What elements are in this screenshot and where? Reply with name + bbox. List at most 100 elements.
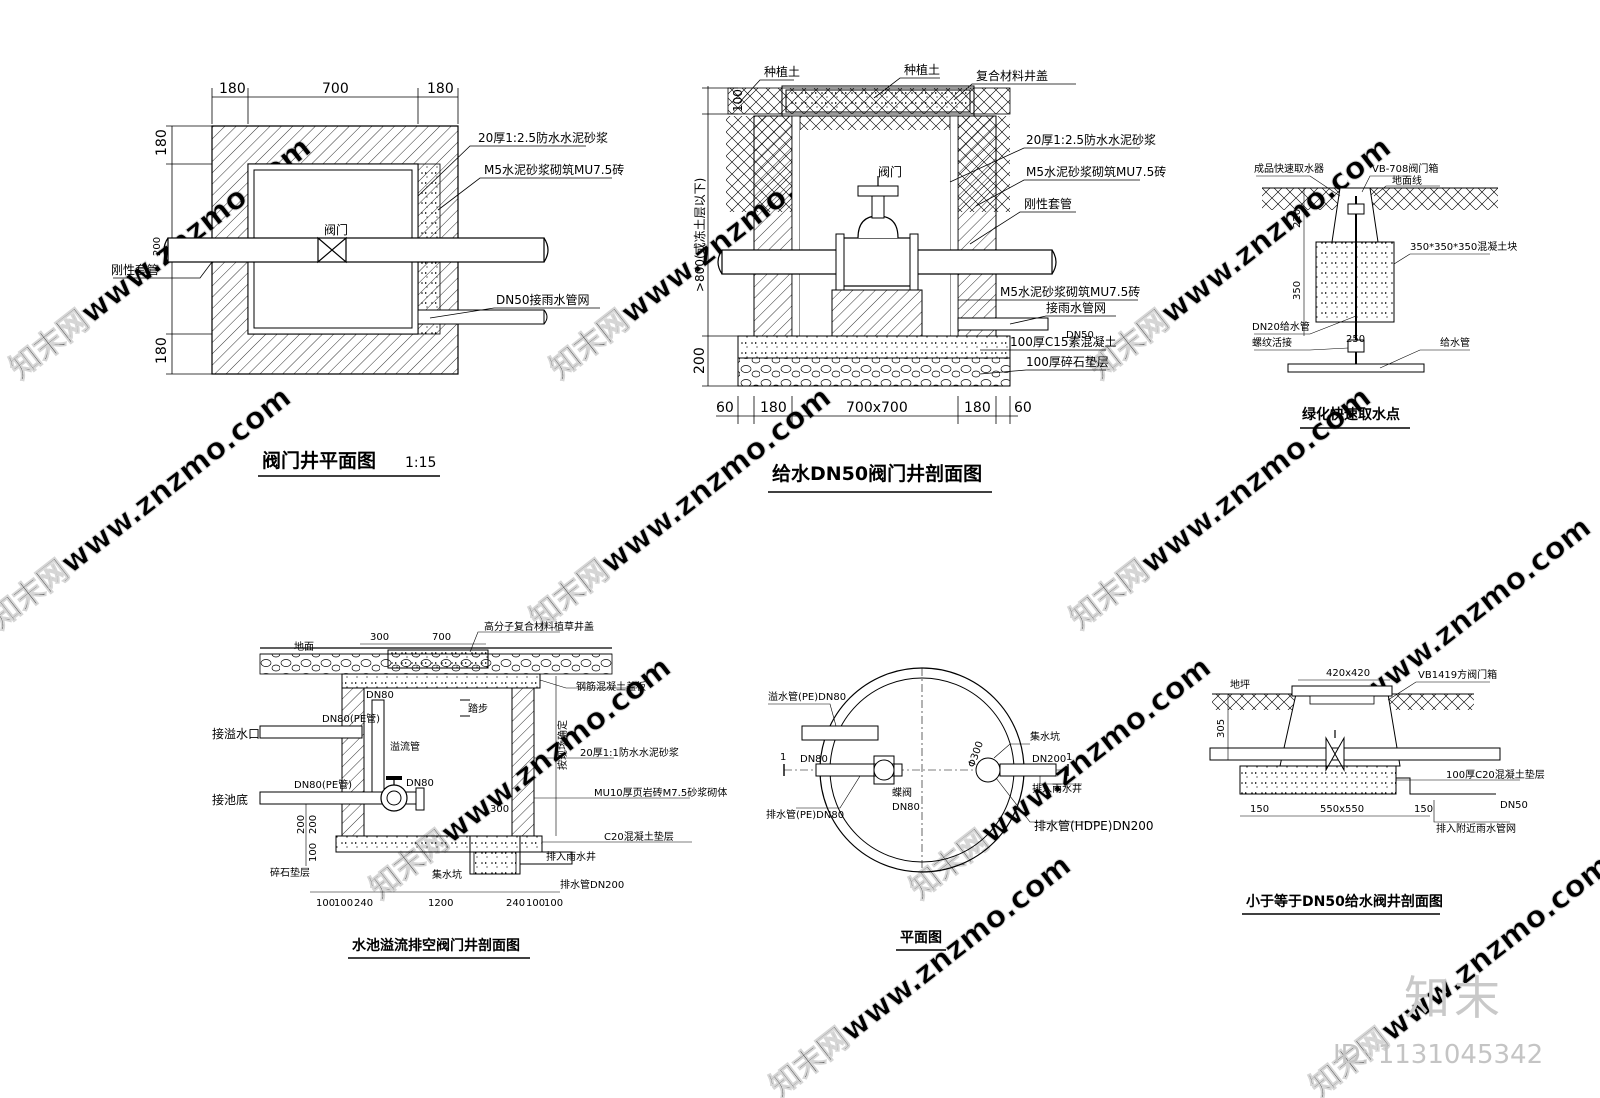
watermark: 知末网www.znzmo.com [523,380,838,637]
valve-plan-title: 阀门井平面图 [262,449,376,472]
pool-dim-b2: 100 [334,898,353,909]
small-ground: 地坪 [1230,678,1250,691]
pool-drain-pipe: 排水管DN200 [560,878,624,891]
tap-main-pipe: 给水管 [1440,336,1470,349]
pool-dim-300b: 300 [490,804,509,815]
tap-dim-250: 250 [1346,334,1365,345]
sec-dim-5: 60 [1014,400,1032,416]
tap-thread-label: 螺纹活接 [1252,336,1292,349]
small-valve-title: 小于等于DN50给水阀井剖面图 [1246,893,1443,910]
round-dn80-valve: DN80 [892,802,920,813]
brick-label: M5水泥砂浆砌筑MU7.5砖 [484,162,624,177]
dim-top-1: 180 [219,81,246,97]
round-dn200: DN200 [1032,754,1066,765]
quick-tap-drawing: 220 350 250 成品快速取水器 VB-708阀门箱 地面线 350*35… [1252,162,1517,429]
sec-dim-2: 180 [760,400,787,416]
tap-pipe-dn20: DN20给水管 [1252,320,1310,333]
tap-box-label: VB-708阀门箱 [1372,162,1438,175]
small-top-dim: 420x420 [1326,668,1370,679]
pool-dim-700: 700 [432,632,451,643]
drain-label: DN50接雨水管网 [496,292,590,307]
tap-block-label: 350*350*350混凝土块 [1410,240,1517,253]
sec-brick-label-2: M5水泥砂浆砌筑MU7.5砖 [1000,284,1140,299]
sec-concrete-label: 100厚C15素混凝土 [1010,334,1117,349]
round-to-rain: 排入雨水井 [1032,782,1082,795]
pool-dim-b3: 240 [354,898,373,909]
pool-step: 踏步 [468,702,488,715]
pool-dim-l2: 200 [308,815,319,834]
pool-dim-b7: 100 [544,898,563,909]
pool-ground: 地面 [294,640,314,653]
pipe-dim: 200 [152,237,163,256]
pool-dim-l3: 100 [308,843,319,862]
mortar-label: 20厚1:2.5防水水泥砂浆 [478,130,608,145]
round-butterfly: 蝶阀 [892,786,912,799]
pool-bottom: 接池底 [212,792,248,807]
sec-mark-left: 1 [780,752,786,763]
valve-plan-drawing: 180 700 180 180 180 200 阀门 刚性套管 20厚1:2.5… [111,81,624,477]
round-overflow: 溢水管(PE)DN80 [768,690,846,703]
tap-product-label: 成品快速取水器 [1254,163,1324,175]
tap-dim-220: 220 [1292,209,1303,228]
small-box-label: VB1419方阀门箱 [1418,668,1497,681]
pool-sump: 集水坑 [432,868,462,881]
sec-dim-1: 60 [716,400,734,416]
small-to-rain: 排入附近雨水管网 [1436,822,1516,835]
pool-dim-b5: 240 [506,898,525,909]
pool-overflow-pipe: 溢流管 [390,740,420,753]
pool-gravel: 碎石垫层 [270,866,310,879]
sec-sleeve-label: 刚性套管 [1024,196,1072,211]
pool-dim-b1: 100 [316,898,335,909]
round-sump: 集水坑 [1030,730,1060,743]
round-plan-drawing: 1 1 溢水管(PE)DN80 DN80 排水管(PE)DN80 蝶阀 DN80… [766,667,1154,951]
section-depth-note: >800(或冻土层以下) [692,178,707,292]
section-valve-label: 阀门 [878,164,902,179]
valve-section-title: 给水DN50阀门井剖面图 [772,462,982,485]
pool-section-drawing: 300 700 300 100 100 240 1200 240 100 100… [212,620,727,959]
pool-dn80-pe-2: DN80(PE管) [294,778,352,791]
sec-rain-label: 接雨水管网 [1046,300,1106,315]
tap-dim-350: 350 [1292,281,1303,300]
pool-slab: 钢筋混凝土盖板 [576,680,646,693]
valve-section-drawing: 阀门 100 >800(或冻土层以下) 200 60 180 700x700 1… [692,62,1166,493]
sec-gravel-label: 100厚碎石垫层 [1026,354,1109,369]
pool-section-title: 水池溢流排空阀门井剖面图 [352,937,520,954]
small-valve-drawing: 420x420 305 150 550x550 150 地坪 VB1419方阀门… [1209,668,1545,915]
section-top-dim: 100 [731,89,745,112]
sec-brick-label: M5水泥砂浆砌筑MU7.5砖 [1026,164,1166,179]
tap-ground-label: 地面线 [1392,174,1422,187]
brand-logo: 知末 [1404,971,1504,1025]
pool-to-rain: 排入雨水井 [546,850,596,863]
sec-dim-4: 180 [964,400,991,416]
sec-dn50: DN50 [1066,330,1094,341]
pool-dim-b4: 1200 [428,898,453,909]
soil-mid-label: 种植土 [904,62,940,77]
valve-label: 阀门 [324,222,348,237]
round-plan-title: 平面图 [900,930,942,946]
sec-dim-3: 700x700 [846,400,908,416]
asset-id: ID: 1131045342 [1333,1040,1544,1070]
sleeve-label: 刚性套管 [111,262,159,277]
small-c20-label: 100厚C20混凝土垫层 [1446,768,1545,781]
pool-dn80-b: DN80 [406,778,434,789]
dim-top-3: 180 [427,81,454,97]
valve-plan-scale: 1:15 [405,455,436,471]
pool-depth-note: 按现场确定 [556,720,569,770]
quick-tap-title: 绿化快速取水点 [1302,406,1400,423]
round-dn80-left: DN80 [800,754,828,765]
small-dim-b2: 550x550 [1320,804,1364,815]
pool-dim-l1: 200 [296,815,307,834]
pool-dn80-pe-1: DN80(PE管) [322,712,380,725]
dim-top-2: 700 [322,81,349,97]
round-drain-hdpe: 排水管(HDPE)DN200 [1034,818,1154,833]
pool-masonry: MU10厚页岩砖M7.5砂浆砌体 [594,786,727,799]
sec-mortar-label: 20厚1:2.5防水水泥砂浆 [1026,132,1156,147]
pool-dim-300: 300 [370,632,389,643]
pool-dn80-a: DN80 [366,690,394,701]
small-dim-b3: 150 [1414,804,1433,815]
pool-cover: 高分子复合材料植草井盖 [484,620,594,633]
cover-label: 复合材料井盖 [976,68,1048,83]
round-drain-pe: 排水管(PE)DN80 [766,808,844,821]
dim-left-2: 180 [154,337,170,364]
small-dn50: DN50 [1500,800,1528,811]
